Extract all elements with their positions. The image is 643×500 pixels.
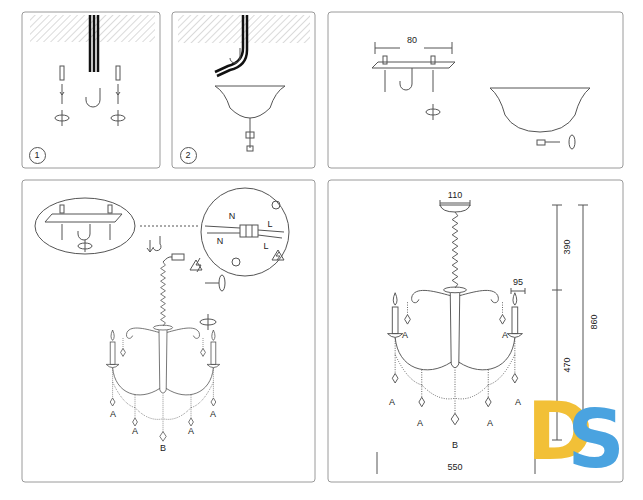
step-number-circle: 1 — [29, 147, 46, 164]
dimension: 390 — [563, 239, 572, 254]
part-letter: A — [210, 410, 216, 419]
step-number: 2 — [185, 151, 190, 160]
wire-name: L — [263, 242, 268, 251]
wire-name: L — [267, 220, 272, 229]
part-letter: A — [487, 419, 493, 428]
dimension: 95 — [513, 278, 523, 287]
part-letter: A — [188, 427, 194, 436]
part-letter: A — [132, 427, 138, 436]
part-letter: A — [417, 419, 423, 428]
dimension: 470 — [563, 357, 572, 372]
watermark-logo: S — [567, 400, 625, 480]
part-letter: A — [110, 410, 116, 419]
part-letter: B — [452, 441, 458, 450]
step-number-circle: 2 — [180, 147, 197, 164]
dimension: 860 — [590, 314, 599, 329]
part-letter: A — [389, 398, 395, 407]
part-letter: B — [160, 444, 166, 453]
dimension: 110 — [448, 191, 462, 200]
wire-name: N — [229, 212, 236, 221]
dimension: 550 — [447, 463, 462, 472]
wire-name: N — [217, 237, 224, 246]
step-number: 1 — [34, 151, 39, 160]
part-letter: A — [402, 331, 408, 340]
dimension: 80 — [407, 36, 417, 45]
part-letter: A — [515, 398, 521, 407]
part-letter: A — [502, 331, 508, 340]
